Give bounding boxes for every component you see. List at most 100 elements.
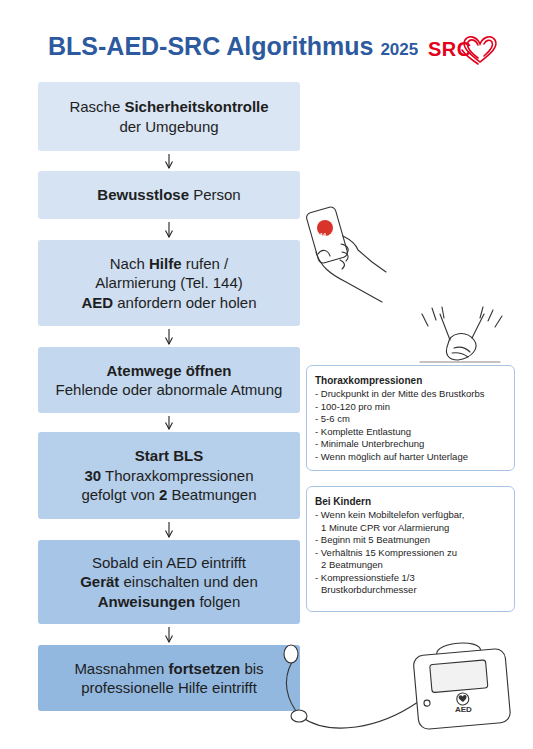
aed-screen bbox=[430, 660, 488, 693]
aed-illustration bbox=[284, 639, 511, 730]
electrode-cable bbox=[300, 702, 418, 728]
flow-arrow bbox=[168, 627, 169, 642]
logo-text: SRC bbox=[428, 38, 472, 61]
text-run: Bei Kindern bbox=[315, 496, 371, 507]
device-label: AED bbox=[455, 705, 472, 714]
text-run: Hilfe bbox=[149, 255, 182, 272]
motion-line bbox=[442, 307, 444, 318]
text-run: - 100-120 pro min bbox=[315, 401, 390, 412]
text-run: der Umgebung bbox=[119, 118, 218, 135]
text-run: fortsetzen bbox=[169, 660, 241, 677]
motion-line bbox=[480, 307, 483, 318]
finger bbox=[340, 260, 344, 269]
electrode-pad bbox=[291, 710, 307, 722]
aed-socket bbox=[424, 700, 431, 707]
box-text: 30 Thoraxkompressionen gefolgt von 2 Bea… bbox=[81, 466, 256, 505]
box-heading: Start BLS bbox=[135, 446, 203, 466]
flow-arrow bbox=[168, 222, 169, 237]
heart-line bbox=[484, 40, 493, 56]
process-box: Atemwege öffnenFehlende oder abnormale A… bbox=[38, 347, 300, 413]
text-run: - Komplette Entlastung bbox=[315, 426, 411, 437]
box-text: Fehlende oder abnormale Atmung bbox=[56, 380, 283, 400]
bullet-item: - Wenn möglich auf harter Unterlage bbox=[315, 451, 507, 464]
text-run: rufen / bbox=[181, 255, 228, 272]
aed-body bbox=[413, 648, 511, 730]
chest-line bbox=[420, 361, 500, 362]
flow-arrow bbox=[168, 416, 169, 429]
compression-hands-illustration bbox=[420, 307, 502, 362]
bullet-item: - Komplette Entlastung bbox=[315, 426, 507, 439]
process-box: Massnahmen fortsetzen bis professionelle… bbox=[38, 645, 300, 711]
text-run: Nach bbox=[110, 255, 149, 272]
text-run: Fehlende oder abnormale Atmung bbox=[56, 381, 283, 398]
text-run: Thoraxkompressionen bbox=[101, 467, 253, 484]
text-run: Brustkorbdurchmesser bbox=[321, 584, 417, 595]
phone-hand-illustration bbox=[305, 206, 386, 302]
text-run: Anweisungen bbox=[98, 593, 196, 610]
process-box: Start BLS30 Thoraxkompressionen gefolgt … bbox=[38, 432, 300, 519]
text-run: - Wenn möglich auf harter Unterlage bbox=[315, 451, 468, 462]
flow-arrow bbox=[168, 154, 169, 168]
process-box: Rasche Sicherheitskontrolle der Umgebung bbox=[38, 82, 300, 151]
text-run: Sobald ein AED eintrifft bbox=[92, 554, 246, 571]
text-run: professionelle Hilfe eintrifft bbox=[81, 679, 257, 696]
text-run: AED bbox=[81, 294, 113, 311]
process-box: Sobald ein AED eintrifft Gerät einschalt… bbox=[38, 540, 300, 624]
box-text: Massnahmen fortsetzen bis professionelle… bbox=[74, 659, 263, 698]
phone-number: 144 bbox=[316, 232, 326, 238]
flow-arrow bbox=[168, 522, 169, 537]
text-run: - Kompressionstiefe 1/3 bbox=[315, 572, 415, 583]
title: BLS-AED-SRC Algorithmus 2025 bbox=[48, 32, 418, 61]
flow-arrow bbox=[168, 329, 169, 344]
finger bbox=[452, 353, 468, 357]
box-heading: Atemwege öffnen bbox=[106, 361, 231, 381]
text-run: Atemwege öffnen bbox=[106, 362, 231, 379]
aed-device bbox=[412, 639, 511, 730]
box-heading: Bei Kindern bbox=[315, 495, 507, 508]
arm bbox=[440, 314, 450, 340]
text-run: - Wenn kein Mobiltelefon verfügbar, bbox=[315, 509, 464, 520]
text-run: gefolgt von bbox=[81, 486, 159, 503]
info-box: Thoraxkompressionen- Druckpunkt in der M… bbox=[306, 365, 515, 471]
finger bbox=[454, 347, 470, 352]
hands bbox=[446, 334, 476, 360]
text-run: 1 Minute CPR vor Alarmierung bbox=[321, 522, 449, 533]
text-run: folgen bbox=[195, 593, 240, 610]
box-text: Nach Hilfe rufen / Alarmierung (Tel. 144… bbox=[81, 254, 256, 313]
text-run: 30 bbox=[84, 467, 101, 484]
motion-line bbox=[432, 308, 436, 320]
bullet-item: - Kompressionstiefe 1/3 Brustkorbdurchme… bbox=[315, 572, 507, 597]
bullet-item: - 100-120 pro min bbox=[315, 401, 507, 414]
text-run: Alarmierung (Tel. 144) bbox=[95, 274, 243, 291]
bullet-item: - Beginn mit 5 Beatmungen bbox=[315, 534, 507, 547]
box-text: Bewusstlose Person bbox=[97, 185, 240, 205]
text-run: 2025 bbox=[380, 40, 418, 59]
aed-heart bbox=[458, 695, 467, 703]
text-run: Bewusstlose bbox=[97, 186, 189, 203]
finger bbox=[342, 252, 348, 261]
process-box: Bewusstlose Person bbox=[38, 171, 300, 219]
text-run: Sicherheitskontrolle bbox=[124, 98, 268, 115]
text-run: - Beginn mit 5 Beatmungen bbox=[315, 534, 430, 545]
bullet-item: - Verhältnis 15 Kompressionen zu 2 Beatm… bbox=[315, 547, 507, 572]
text-run: bis bbox=[240, 660, 263, 677]
text-run: BLS-AED-SRC Algorithmus bbox=[48, 32, 380, 60]
aed-button bbox=[456, 692, 469, 705]
text-run: einschalten und den bbox=[119, 573, 257, 590]
box-heading: Thoraxkompressionen bbox=[315, 374, 507, 387]
aed-handle bbox=[436, 641, 481, 654]
finger bbox=[341, 244, 348, 253]
bullet-item: - Wenn kein Mobiltelefon verfügbar, 1 Mi… bbox=[315, 509, 507, 534]
text-run: 2 bbox=[159, 486, 167, 503]
motion-line bbox=[488, 310, 493, 321]
bullet-item: - 5-6 cm bbox=[315, 413, 507, 426]
phone-body bbox=[305, 206, 348, 264]
thumb bbox=[318, 250, 330, 256]
text-run: anfordern oder holen bbox=[113, 294, 256, 311]
text-run: 2 Beatmungen bbox=[321, 559, 383, 570]
text-run: Person bbox=[189, 186, 241, 203]
motion-line bbox=[495, 316, 502, 327]
info-box: Bei Kindern - Wenn kein Mobiltelefon verf… bbox=[306, 486, 515, 612]
text-run: Gerät bbox=[80, 573, 119, 590]
